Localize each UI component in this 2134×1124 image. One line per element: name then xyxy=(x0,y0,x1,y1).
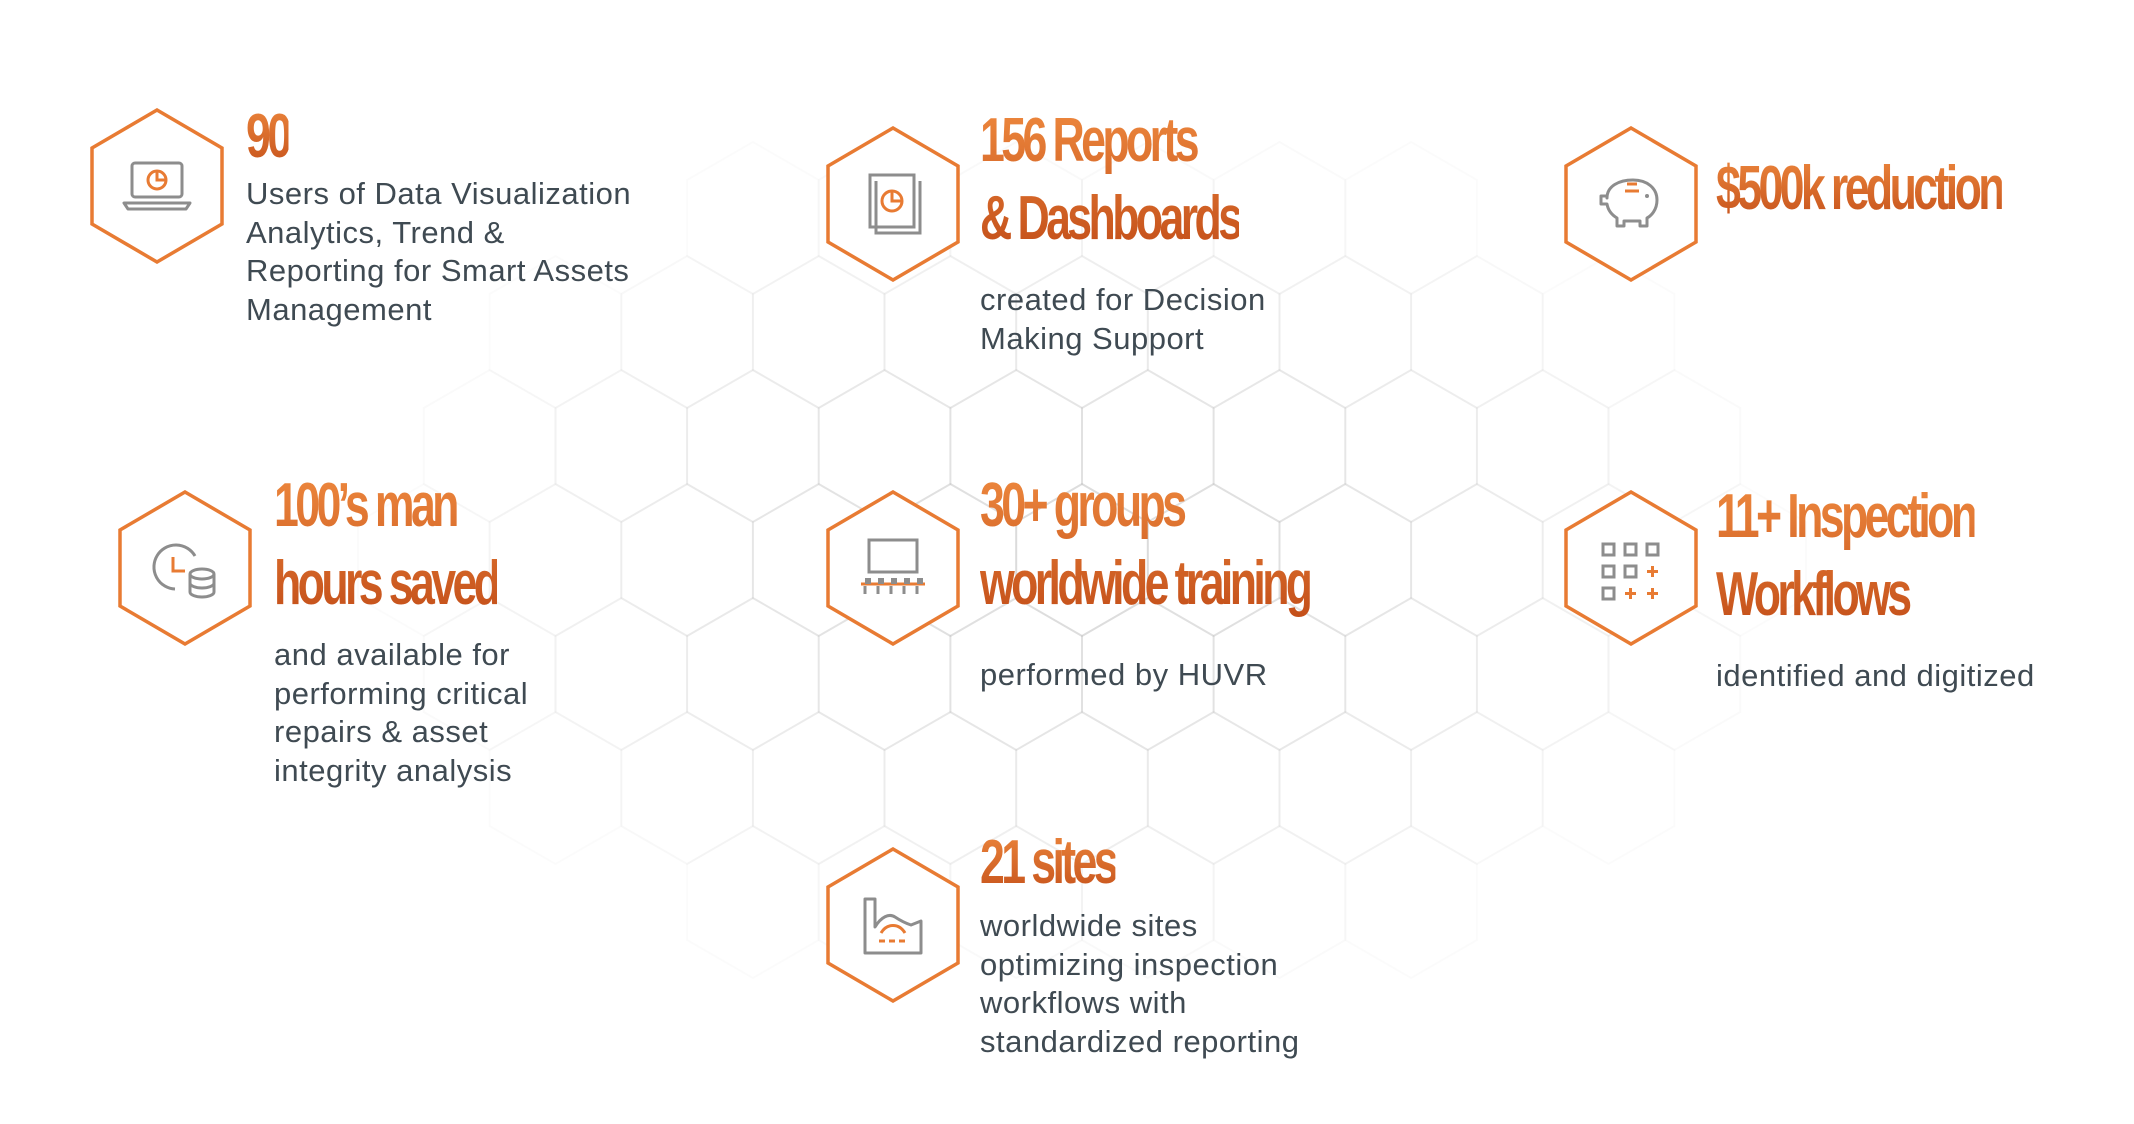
honeycomb-cell xyxy=(1278,482,1413,638)
stat-description: Users of Data Visualization Analytics, T… xyxy=(246,176,632,327)
honeycomb-cell xyxy=(1345,142,1477,294)
honeycomb-cell xyxy=(687,142,819,294)
honeycomb-cell xyxy=(883,254,1018,410)
piggy-bank-icon xyxy=(1563,126,1699,282)
honeycomb-cell xyxy=(620,482,754,638)
honeycomb-cell xyxy=(490,484,622,636)
honeycomb-cell xyxy=(1212,596,1347,752)
honeycomb-cell xyxy=(1280,256,1412,408)
honeycomb-cell xyxy=(686,368,820,524)
honeycomb-cell xyxy=(1015,710,1149,866)
honeycomb-cell xyxy=(1081,596,1215,752)
honeycomb-cell xyxy=(1212,368,1347,524)
stat-headline: 156 Reports & Dashboards xyxy=(980,102,1239,258)
honeycomb-cell xyxy=(1344,368,1478,524)
stat-headline: 21 sites xyxy=(980,824,1115,902)
honeycomb-cell xyxy=(1280,712,1412,864)
stat-description: worldwide sites optimizing inspection wo… xyxy=(980,908,1300,1059)
honeycomb-cell xyxy=(1146,482,1281,638)
honeycomb-cell xyxy=(1345,826,1477,978)
honeycomb-cell xyxy=(753,712,885,864)
stat-headline: 100’s man hours saved xyxy=(274,467,497,623)
honeycomb-cell xyxy=(1081,368,1215,524)
honeycomb-cell xyxy=(1146,710,1281,866)
honeycomb-cell xyxy=(1543,712,1675,864)
workflow-grid-icon xyxy=(1563,490,1699,646)
training-screen-icon xyxy=(825,490,961,646)
honeycomb-cell xyxy=(1411,256,1543,408)
honeycomb-cell xyxy=(1411,712,1543,864)
honeycomb-cell xyxy=(883,710,1018,866)
stat-headline: $500k reduction xyxy=(1716,150,2002,228)
honeycomb-cell xyxy=(817,596,952,752)
stat-description: identified and digitized xyxy=(1716,658,2035,693)
honeycomb-cell xyxy=(556,598,688,750)
honeycomb-cell xyxy=(621,712,753,864)
stat-headline: 11+ Inspection Workflows xyxy=(1716,478,1974,634)
factory-site-icon xyxy=(825,847,961,1003)
honeycomb-cell xyxy=(1344,596,1478,752)
honeycomb-cell xyxy=(1015,254,1149,410)
stat-description: performed by HUVR xyxy=(980,657,1268,692)
honeycomb-cell xyxy=(621,256,753,408)
stat-description: and available for performing critical re… xyxy=(274,637,529,788)
report-pie-chart-icon xyxy=(825,126,961,282)
honeycomb-cell xyxy=(1410,482,1544,638)
stat-headline: 30+ groups worldwide training xyxy=(980,467,1310,623)
honeycomb-cell xyxy=(1015,482,1149,638)
stat-description: created for Decision Making Support xyxy=(980,282,1266,356)
honeycomb-cell xyxy=(687,826,819,978)
clock-coins-icon xyxy=(117,490,253,646)
honeycomb-cell xyxy=(556,370,688,522)
laptop-chart-icon xyxy=(89,108,225,264)
stat-headline: 90 xyxy=(246,98,288,176)
honeycomb-cell xyxy=(949,368,1083,524)
honeycomb-cell xyxy=(949,596,1083,752)
honeycomb-cell xyxy=(1146,254,1281,410)
honeycomb-cell xyxy=(686,596,820,752)
